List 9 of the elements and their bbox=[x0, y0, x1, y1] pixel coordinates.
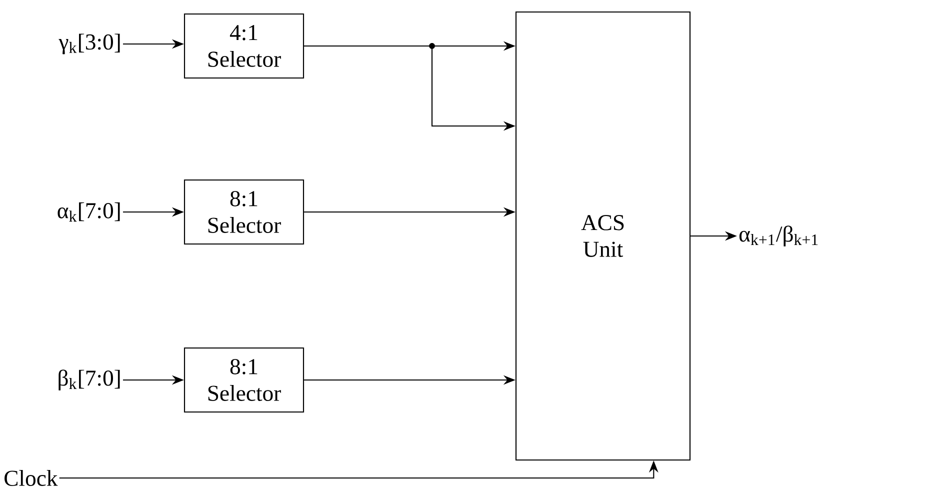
signal-label: α$_{k}$[7:0] bbox=[58, 202, 120, 222]
selector-box: 4:1 Selector bbox=[184, 13, 304, 79]
signal-label: γ$_{k}$[3:0] bbox=[58, 34, 120, 54]
signal-label: Clock bbox=[4, 470, 58, 486]
selector-box: 8:1 Selector bbox=[184, 179, 304, 245]
selector-box: 8:1 Selector bbox=[184, 347, 304, 413]
signal-label: α$_{k+1}$/β$_{k+1}$ bbox=[739, 226, 818, 246]
signal-label: β$_{k}$[7:0] bbox=[58, 370, 120, 390]
unit-box: ACS Unit bbox=[515, 11, 691, 461]
